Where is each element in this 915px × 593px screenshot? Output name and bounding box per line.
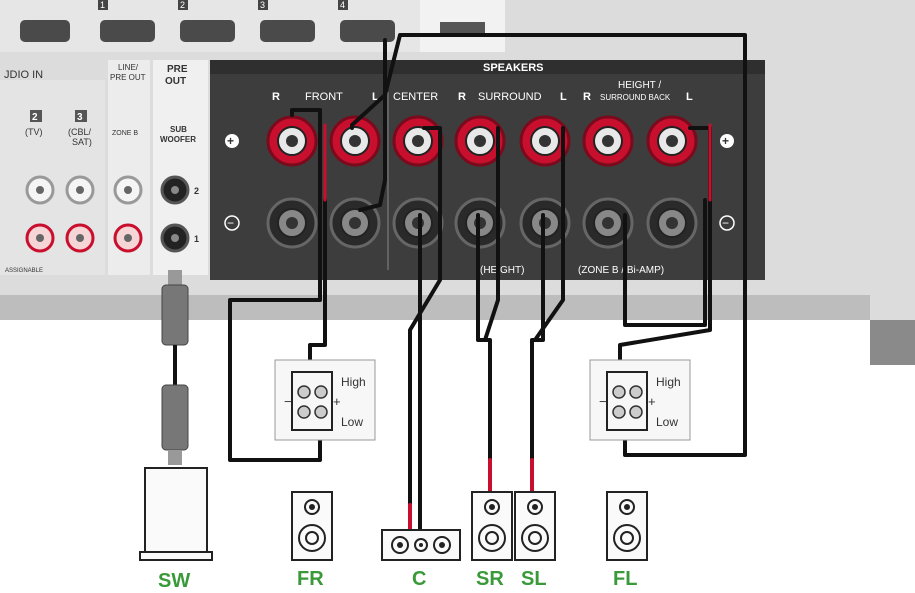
biamp-right-plus: + <box>648 394 656 409</box>
biamp-left-plus: + <box>333 394 341 409</box>
assignable-label: ASSIGNABLE <box>5 268 43 274</box>
wire-sl-alt <box>533 126 565 342</box>
terminal-surround-r-plus <box>454 115 506 167</box>
hdmi-port-2-label: 2 <box>180 0 185 10</box>
pre-out-title-1: PRE <box>167 64 188 75</box>
terminal-surround-l-plus <box>519 115 571 167</box>
center-label: CENTER <box>393 91 438 103</box>
terminal-height-l-plus <box>646 115 698 167</box>
pre-out-section: PRE OUT SUB WOOFER 2 1 <box>153 60 208 275</box>
zone-b-label: ZONE B <box>112 130 138 137</box>
audio-in-title: JDIO IN <box>4 69 43 81</box>
minus-label-right: − <box>722 216 729 230</box>
label-sw: SW <box>158 570 190 592</box>
surround-l-label: L <box>560 91 567 103</box>
biamp-left-high-label: High <box>341 375 366 389</box>
line-pre-out-section: LINE/ PRE OUT ZONE B <box>108 60 150 275</box>
label-fl: FL <box>613 568 637 590</box>
input-cbl-number: 3 <box>77 112 83 123</box>
label-sr: SR <box>476 568 504 590</box>
chassis-lower-edge <box>0 295 870 320</box>
chassis-foot <box>870 320 915 365</box>
line-pre-out-title-2: PRE OUT <box>110 73 146 82</box>
speaker-sr: SR <box>471 491 513 590</box>
biamp-left-low-label: Low <box>341 415 363 429</box>
sub-woofer-label-2: WOOFER <box>160 135 196 144</box>
biamp-right-high-label: High <box>656 375 681 389</box>
biamp-box-left: − + High Low <box>274 359 376 441</box>
zone-b-biamp-note: (ZONE B / Bi-AMP) <box>578 265 664 276</box>
biamp-right-low-label: Low <box>656 415 678 429</box>
terminal-height-r-minus <box>582 197 634 249</box>
terminal-front-r-minus <box>266 197 318 249</box>
height-r-label: R <box>583 91 591 103</box>
height-label: HEIGHT / <box>618 80 661 91</box>
speaker-fl: FL <box>606 491 648 590</box>
wire-front-l-branch <box>358 38 387 212</box>
label-sl: SL <box>521 568 547 590</box>
terminal-front-l-plus <box>329 115 381 167</box>
input-cbl-name: (CBL/ <box>68 127 92 137</box>
terminal-height-l-minus <box>646 197 698 249</box>
height-note: (HEIGHT) <box>480 265 524 276</box>
hdmi-port-1-label: 1 <box>100 0 105 10</box>
pre-out-title-2: OUT <box>165 76 186 87</box>
sub-woofer-port-2-label: 2 <box>194 186 199 196</box>
biamp-left-minus: − <box>284 394 292 409</box>
subwoofer: SW <box>139 467 213 592</box>
hdmi-port-4-label: 4 <box>340 0 345 10</box>
terminal-front-r-plus <box>266 115 318 167</box>
speaker-sl: SL <box>514 491 556 590</box>
height-l-label: L <box>686 91 693 103</box>
input-tv-number: 2 <box>32 112 38 123</box>
front-label: FRONT <box>305 91 343 103</box>
wire-height-alt <box>618 126 712 387</box>
input-cbl-name-2: SAT) <box>72 137 92 147</box>
sub-woofer-port-1-label: 1 <box>194 234 199 244</box>
plus-label-right: + <box>722 134 729 148</box>
surround-label: SURROUND <box>478 91 542 103</box>
wire-front-l-long <box>350 33 747 457</box>
sub-woofer-label-1: SUB <box>170 125 187 134</box>
hdmi-strip: 1 2 3 4 <box>0 0 505 52</box>
front-l-label: L <box>372 91 379 103</box>
minus-marker-right <box>719 215 735 231</box>
terminal-center-plus <box>392 115 444 167</box>
terminal-front-l-minus <box>329 197 381 249</box>
audio-in-section: JDIO IN 2 (TV) 3 (CBL/ SAT) ASSIGNABLE <box>0 69 105 275</box>
biamp-right-minus: − <box>599 394 607 409</box>
wire-center-alt <box>408 126 442 532</box>
plus-label-left: + <box>227 134 234 148</box>
speaker-fr: FR <box>291 491 333 590</box>
surround-r-label: R <box>458 91 466 103</box>
front-r-label: R <box>272 91 280 103</box>
input-tv-name: (TV) <box>25 127 43 137</box>
wire-sl-black <box>530 213 545 492</box>
line-pre-out-title-1: LINE/ <box>118 63 139 72</box>
speaker-wires <box>228 33 747 532</box>
minus-marker-left <box>224 215 240 231</box>
label-fr: FR <box>297 568 324 590</box>
wire-height-black <box>623 198 707 327</box>
biamp-box-right: − + High Low <box>589 359 691 441</box>
plus-marker-left <box>225 134 239 148</box>
wire-sr-alt <box>483 126 500 342</box>
hdmi-port-3-label: 3 <box>260 0 265 10</box>
minus-label-left: − <box>227 216 234 230</box>
surround-back-label: SURROUND BACK <box>600 93 671 102</box>
speaker-c: C <box>381 529 461 590</box>
subwoofer-cable <box>161 270 189 465</box>
plus-marker-right <box>720 134 734 148</box>
wire-front-r-black <box>228 108 322 462</box>
label-c: C <box>412 568 426 590</box>
speakers-title: SPEAKERS <box>483 62 544 74</box>
terminal-height-r-plus <box>582 115 634 167</box>
